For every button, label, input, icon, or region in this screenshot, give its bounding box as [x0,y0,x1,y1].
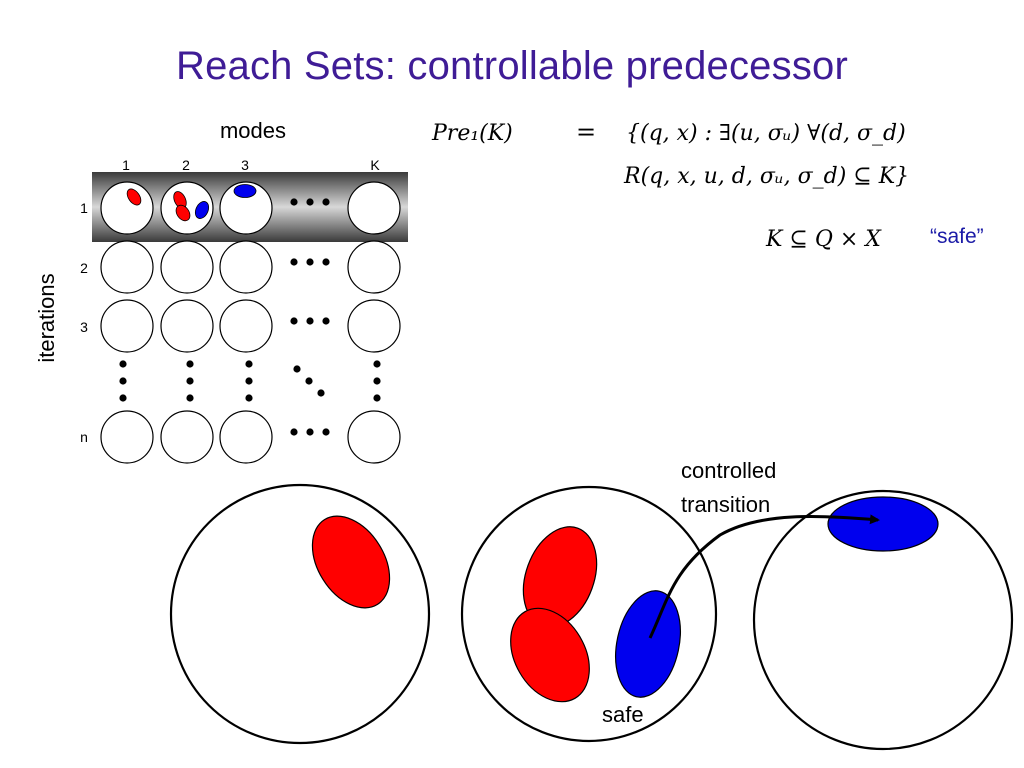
iteration-label-3: 3 [80,319,88,335]
transition-label-line-2: transition [681,492,770,517]
iteration-label-1: 1 [80,200,88,216]
target-blue-region [827,496,939,552]
ellipsis-dot [290,317,298,325]
iteration-label-n: n [80,429,88,445]
safe-region-label: safe [602,702,644,727]
unsafe-red-region [510,607,590,703]
ellipsis-dot [306,198,314,206]
ellipsis-dot [290,428,298,436]
ellipsis-dot [306,258,314,266]
safe-blue-region [615,590,681,698]
formula-line-2: R(q, x, u, d, σᵤ, σ_d) ⊆ K} [623,164,909,189]
formula-line-1: {(q, x) : ∃(u, σᵤ) ∀(d, σ_d) [626,121,906,146]
ellipsis-dot [245,360,253,368]
grid-cell [347,410,401,464]
mode-label-1: 1 [122,157,130,173]
ellipsis-dot [119,394,127,402]
ellipsis-dot [322,198,330,206]
ellipsis-dot [186,394,194,402]
grid-cell [347,240,401,294]
ellipsis-dot [373,360,381,368]
mini-blue-region [233,184,257,198]
safe-set-expression: K ⊆ Q × X [765,227,882,252]
mini-blue-region [194,201,210,219]
safe-quote-label: “safe” [930,225,984,248]
ellipsis-dot [119,377,127,385]
unsafe-red-region [311,515,391,609]
grid-cell [219,240,273,294]
grid-cell [160,299,214,353]
ellipsis-dot [245,394,253,402]
grid-cell [100,181,154,235]
grid-cell [100,299,154,353]
transition-label-line-1: controlled [681,458,776,483]
ellipsis-dot [305,377,313,385]
grid-cell [219,410,273,464]
ellipsis-dot [373,377,381,385]
mode-iteration-grid: modes 1 2 3 K iterations 1 2 3 n [34,118,408,464]
grid-cell [219,181,273,235]
mini-red-region [175,204,191,222]
ellipsis-dot [293,365,301,373]
ellipsis-dot [306,428,314,436]
ellipsis-dot [290,258,298,266]
iterations-axis-label: iterations [34,273,59,362]
ellipsis-dot [317,389,325,397]
grid-cell [100,410,154,464]
controlled-transition-arrow [648,514,880,639]
pre-formula: Pre₁(K) = {(q, x) : ∃(u, σᵤ) ∀(d, σ_d) R… [431,118,909,189]
grid-cell [160,240,214,294]
grid-cell [160,410,214,464]
formula-equals: = [576,118,596,146]
mode-circle-3 [752,489,1014,751]
safe-definition: K ⊆ Q × X “safe” [765,225,984,252]
grid-cell [347,299,401,353]
mode-label-k: K [370,157,380,173]
mode-label-3: 3 [241,157,249,173]
slide-title: Reach Sets: controllable predecessor [175,44,848,88]
mode-label-2: 2 [182,157,190,173]
ellipsis-dot [373,394,381,402]
modes-label: modes [220,118,286,143]
iteration-label-2: 2 [80,260,88,276]
mini-red-region [126,188,142,206]
mode-circle-1 [169,483,431,745]
ellipsis-dot [186,377,194,385]
ellipsis-dot [290,198,298,206]
mode-transition-diagram: controlled transition safe [169,458,1014,751]
grid-cell [347,181,401,235]
ellipsis-dot [186,360,194,368]
ellipsis-dot [245,377,253,385]
ellipsis-dot [322,428,330,436]
grid-cell [100,240,154,294]
formula-lhs: Pre₁(K) [431,121,513,146]
ellipsis-dot [306,317,314,325]
ellipsis-dot [322,317,330,325]
grid-cell [219,299,273,353]
ellipsis-dot [119,360,127,368]
ellipsis-dot [322,258,330,266]
